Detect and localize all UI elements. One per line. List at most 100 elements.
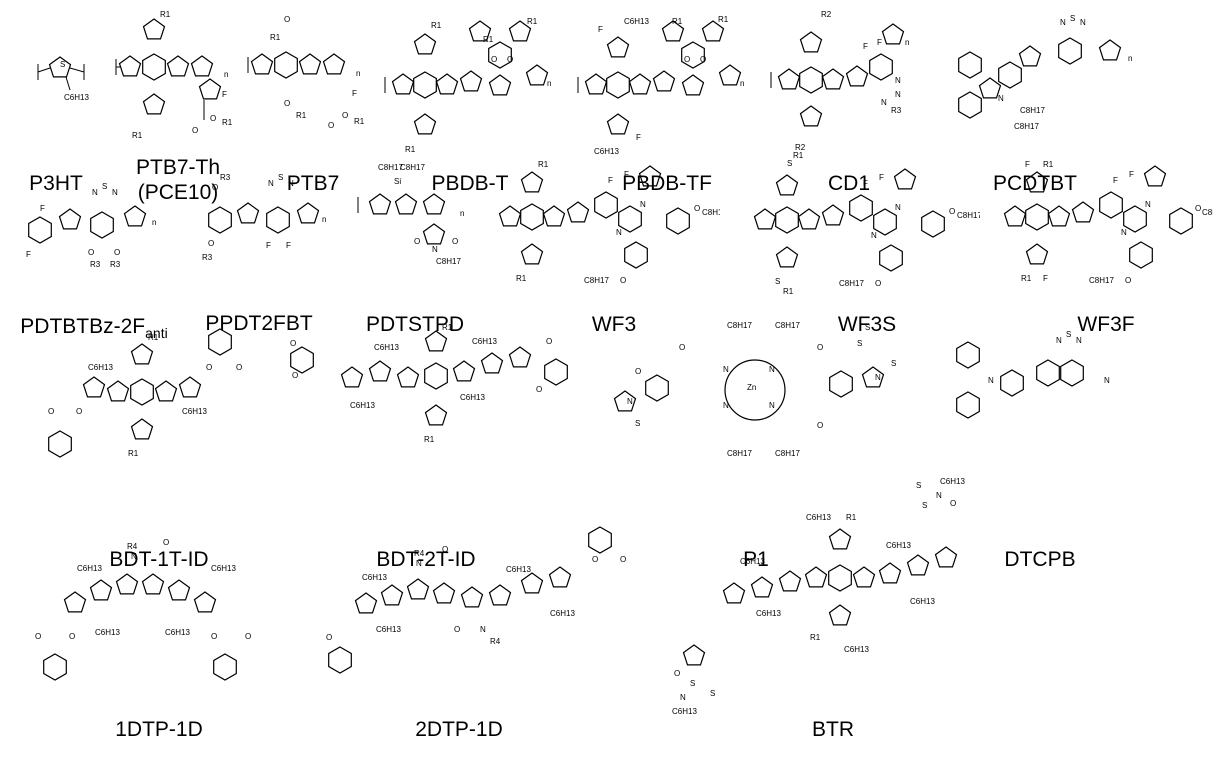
sub-label: n <box>224 70 228 79</box>
sub-label: R1 <box>148 333 159 342</box>
sub-label: O <box>620 276 626 285</box>
sub-label: O <box>284 15 290 24</box>
sub-label: O <box>491 55 497 64</box>
svg-text:S: S <box>60 60 65 69</box>
caption-ptb7-th: PTB7-Th (PCE10) <box>136 155 220 205</box>
sub-label: R1 <box>132 131 143 140</box>
structure-ppdt2fbt: O R3 N S N F F O R3 n <box>190 160 340 280</box>
structure-btr: S C6H13 N S O C6H13 R1 C6H13 C6H13 C6H13… <box>660 470 1020 720</box>
sub-label: C6H13 <box>756 609 781 618</box>
sub-label: S <box>1066 330 1071 339</box>
sub-label: N <box>1060 18 1066 27</box>
sub-label: O <box>210 114 216 123</box>
sub-label: N <box>1056 336 1062 345</box>
sub-label: N <box>131 552 137 561</box>
caption-ppdt2fbt: PPDT2FBT <box>205 312 313 335</box>
sub-label: O <box>694 204 700 213</box>
sub-label: O <box>292 371 298 380</box>
sub-label: R3 <box>202 253 213 262</box>
sub-label: C6H13 <box>506 565 531 574</box>
sub-label: C8H17 <box>400 163 425 172</box>
sub-label: O <box>163 538 169 547</box>
sub-label: N <box>1145 200 1151 209</box>
sub-label: F <box>636 133 641 142</box>
sub-label: N <box>871 231 877 240</box>
structure-wf3s: S R1 F F N N O C8H17 O C8H17 S R1 <box>745 150 980 300</box>
sub-label: C6H13 <box>940 477 965 486</box>
sub-label: C6H13 <box>95 628 120 637</box>
sub-label: C8H17 <box>378 163 403 172</box>
sub-label: O <box>679 343 685 352</box>
sub-label: O <box>700 55 706 64</box>
sub-label: R1 <box>405 145 416 154</box>
sub-label: R1 <box>672 17 683 26</box>
sub-label: N <box>769 365 775 374</box>
sub-label: S <box>891 359 896 368</box>
structure-pbdb-tf: F C6H13 R1 O O R1 F C6H13 n <box>568 10 748 160</box>
sub-label: C6H13 <box>350 401 375 410</box>
caption-ptb7-th-line1: PTB7-Th <box>135 156 221 179</box>
sub-label: C8H1 <box>1202 208 1213 217</box>
sub-label: O <box>284 99 290 108</box>
structure-pcdtbt: N S N N C8H17 C8H17 n <box>930 5 1150 155</box>
sub-label: R1 <box>810 633 821 642</box>
sub-label: F <box>266 241 271 250</box>
sub-label: S <box>690 679 695 688</box>
sub-label: N <box>895 90 901 99</box>
sub-label: C8H17 <box>1089 276 1114 285</box>
sub-label: O <box>620 555 626 564</box>
sub-label: F <box>1043 274 1048 283</box>
sub-label: S <box>857 339 862 348</box>
sub-label: N <box>769 401 775 410</box>
sub-label: F <box>352 89 357 98</box>
sub-label: O <box>328 121 334 130</box>
caption-pdtbtbz-2f-anti: PDTBTBz-2Fanti <box>20 315 167 345</box>
sub-label: C6H13 <box>844 645 869 654</box>
sub-label: S <box>787 159 792 168</box>
sub-label: N <box>1076 336 1082 345</box>
sub-label: n <box>905 38 909 47</box>
sub-label: R1 <box>483 35 494 44</box>
sub-label: n <box>1128 54 1132 63</box>
sub-label: C6H13 <box>910 597 935 606</box>
sub-label: C6H13 <box>362 573 387 582</box>
sub-label: R1 <box>846 513 857 522</box>
sub-label: R1 <box>296 111 307 120</box>
sub-label: C8H17 <box>727 321 752 330</box>
sub-label: R1 <box>1043 160 1054 169</box>
sub-label: O <box>245 632 251 641</box>
sub-label: F <box>1113 176 1118 185</box>
caption-pbdb-tf: PBDB-TF <box>622 172 712 195</box>
sub-label: n <box>547 79 551 88</box>
sub-label: F <box>1129 170 1134 179</box>
sub-label: N <box>1104 376 1110 385</box>
sub-label: R1 <box>160 10 171 19</box>
sub-label: R3 <box>220 173 231 182</box>
sub-label: N <box>627 397 633 406</box>
sub-label: O <box>875 279 881 288</box>
sub-label: N <box>723 365 729 374</box>
structure-ptb7-th: R1 R1 F R1 O O n <box>112 5 237 155</box>
sub-label: S <box>710 689 715 698</box>
sub-label: O <box>211 632 217 641</box>
sub-label: S <box>922 501 927 510</box>
structure-p3ht: S C6H13 <box>30 40 100 120</box>
sub-label: N <box>998 94 1004 103</box>
sub-label: C6H13 <box>211 564 236 573</box>
sub-label: O <box>536 385 542 394</box>
sub-label: S <box>1070 14 1075 23</box>
sub-label: O <box>1195 204 1201 213</box>
sub-label: S <box>102 182 107 191</box>
sub-label: R1 <box>1021 274 1032 283</box>
sub-label: O <box>342 111 348 120</box>
sub-label: N <box>640 200 646 209</box>
sub-label: C8H17 <box>957 211 980 220</box>
sub-label: C6H13 <box>182 407 207 416</box>
structure-bdt-2t-id: R1 C6H13 C6H13 C6H13 C6H13 O O O O R1 <box>280 320 590 475</box>
caption-pdtbtbz-main: PDTBTBz-2F <box>20 315 146 338</box>
sub-label: O <box>635 367 641 376</box>
sub-label: C8H17 <box>1014 122 1039 131</box>
sub-label: O <box>950 499 956 508</box>
sub-label: O <box>452 237 458 246</box>
structure-p1: C8H17 C8H17 O O S N N N Zn N N N S O O C… <box>605 320 915 470</box>
